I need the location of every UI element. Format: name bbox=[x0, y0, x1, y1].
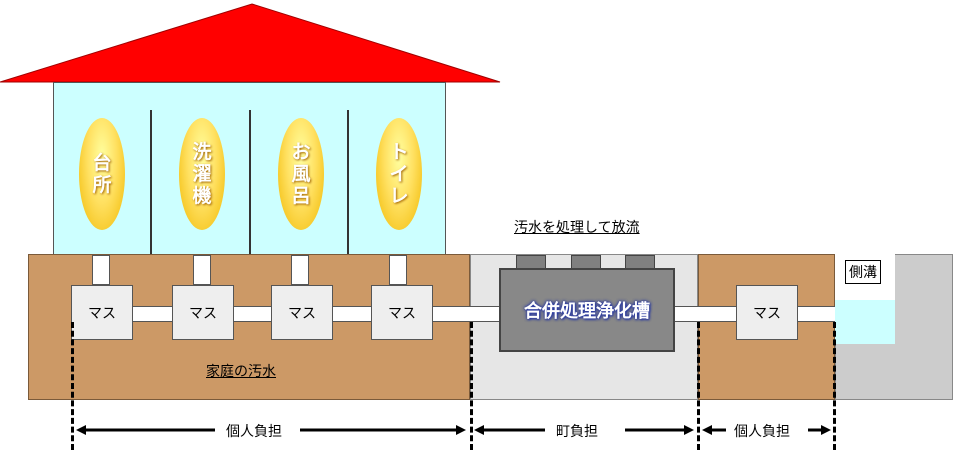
sewer-pipe bbox=[133, 306, 173, 322]
drain-pipe bbox=[291, 255, 309, 285]
mas-chamber: マス bbox=[271, 285, 333, 340]
outlet-pipe bbox=[797, 306, 835, 322]
boundary-line bbox=[833, 322, 836, 450]
mas-label: マス bbox=[288, 305, 316, 322]
responsibility-arrows bbox=[76, 425, 831, 435]
septic-tank: 合併処理浄化槽 bbox=[499, 268, 675, 352]
room-bath: お風呂 bbox=[278, 118, 324, 230]
room-label-toilet: トイレ bbox=[389, 141, 409, 207]
tank-lid bbox=[571, 255, 601, 269]
sewer-pipe bbox=[233, 306, 273, 322]
boundary-line bbox=[71, 322, 74, 450]
tank-lid bbox=[625, 255, 655, 269]
room-label-bath: お風呂 bbox=[291, 141, 311, 207]
sewer-pipe bbox=[674, 306, 738, 322]
septic-tank-label: 合併処理浄化槽 bbox=[524, 301, 650, 322]
room-label-kitchen: 台所 bbox=[92, 152, 112, 196]
house-roof bbox=[0, 3, 501, 83]
boundary-line bbox=[470, 322, 473, 450]
ditch-water bbox=[835, 300, 895, 344]
town-cost-label: 町負担 bbox=[556, 424, 598, 440]
personal-cost-label: 個人負担 bbox=[226, 424, 282, 440]
mas-label: マス bbox=[388, 305, 416, 322]
room-divider bbox=[150, 110, 152, 255]
room-divider bbox=[347, 110, 349, 255]
room-washing-machine: 洗濯機 bbox=[179, 118, 225, 230]
ditch-label: 側溝 bbox=[845, 260, 881, 284]
room-label-washing-machine: 洗濯機 bbox=[192, 141, 212, 207]
mas-chamber: マス bbox=[71, 285, 133, 340]
mas-label: マス bbox=[88, 305, 116, 322]
drain-pipe bbox=[389, 255, 407, 285]
personal-cost-label-right: 個人負担 bbox=[734, 424, 790, 440]
room-divider bbox=[249, 110, 251, 255]
mas-chamber: マス bbox=[172, 285, 234, 340]
mas-label: マス bbox=[189, 305, 217, 322]
room-toilet: トイレ bbox=[376, 118, 422, 230]
room-kitchen: 台所 bbox=[79, 118, 125, 230]
mas-label: マス bbox=[753, 305, 781, 322]
drain-pipe bbox=[193, 255, 211, 285]
mas-chamber: マス bbox=[371, 285, 433, 340]
sewer-pipe bbox=[432, 306, 500, 322]
boundary-line bbox=[697, 322, 700, 450]
tank-lid bbox=[516, 255, 546, 269]
discharge-label: 汚水を処理して放流 bbox=[514, 220, 640, 236]
household-wastewater-label: 家庭の汚水 bbox=[206, 364, 276, 380]
mas-chamber: マス bbox=[736, 285, 798, 340]
sewer-pipe bbox=[332, 306, 372, 322]
drain-pipe bbox=[92, 255, 110, 285]
